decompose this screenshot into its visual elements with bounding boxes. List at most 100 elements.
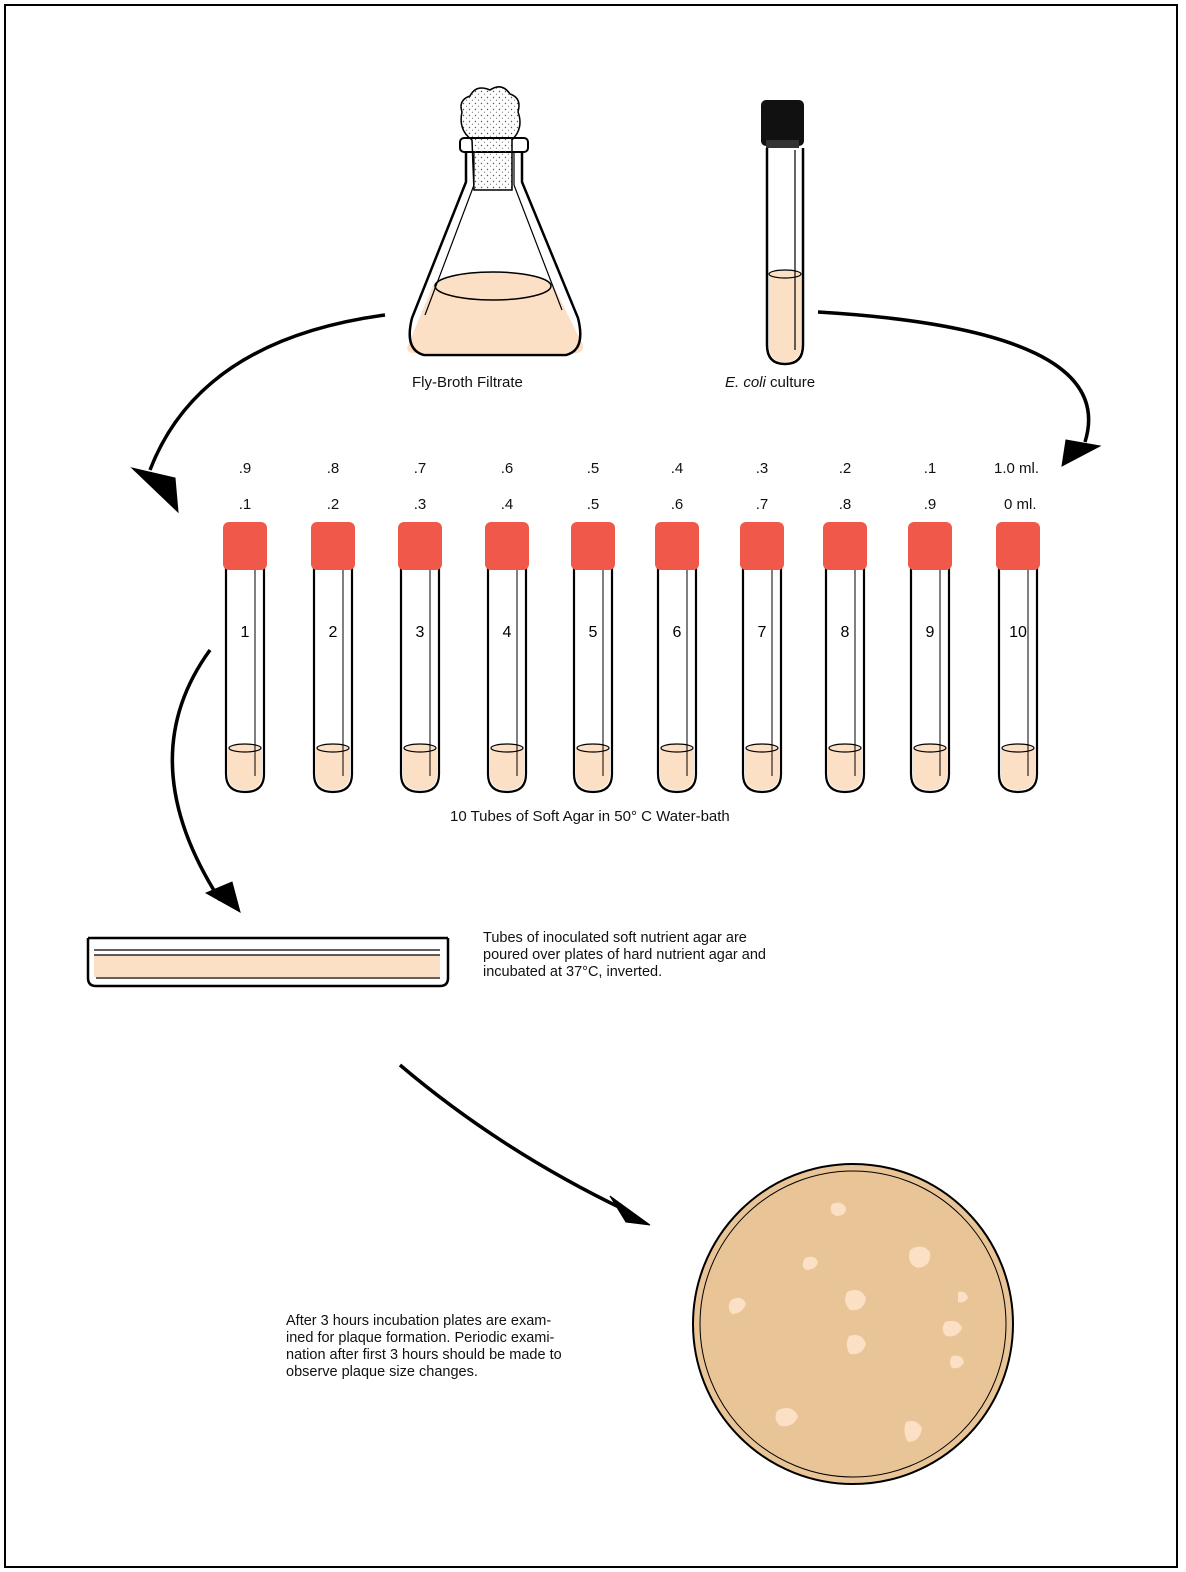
- tube-agar: [828, 748, 862, 790]
- tubes-caption: 10 Tubes of Soft Agar in 50° C Water-bat…: [450, 808, 730, 825]
- tube-agar-surface: [317, 744, 349, 752]
- flask-label: Fly-Broth Filtrate: [412, 374, 523, 391]
- tube-agar: [316, 748, 350, 790]
- tube-7: 7: [740, 522, 784, 792]
- pour-description: Tubes of inoculated soft nutrient agar a…: [483, 930, 766, 981]
- tube-agar: [660, 748, 694, 790]
- tube-number: 3: [416, 624, 425, 641]
- pour-line: Tubes of inoculated soft nutrient agar a…: [483, 930, 766, 947]
- tube-4: 4: [485, 522, 529, 792]
- tube-agar: [745, 748, 779, 790]
- tube-agar-surface: [577, 744, 609, 752]
- tube-top-value: .5: [573, 460, 613, 477]
- tube-agar: [913, 748, 947, 790]
- tube-agar-surface: [491, 744, 523, 752]
- tube-bottom-value: .6: [657, 496, 697, 513]
- tube-top-value: .3: [742, 460, 782, 477]
- tube-number: 2: [329, 624, 338, 641]
- tube-9: 9: [908, 522, 952, 792]
- tube-cap: [996, 522, 1040, 570]
- tube-agar: [1001, 748, 1035, 790]
- arrow-plate-to-dish: [400, 1065, 625, 1210]
- tube-agar: [228, 748, 262, 790]
- pour-line: incubated at 37°C, inverted.: [483, 964, 766, 981]
- tube-cap: [311, 522, 355, 570]
- tube-agar-surface: [914, 744, 946, 752]
- tube-bottom-value: .5: [573, 496, 613, 513]
- tube-bottom-value: .4: [487, 496, 527, 513]
- tube-number: 1: [241, 624, 250, 641]
- culture-label-rest: culture: [766, 374, 815, 391]
- exam-line: ined for plaque formation. Periodic exam…: [286, 1330, 562, 1347]
- petri-dish-rim: [693, 1164, 1013, 1484]
- tube-cap: [485, 522, 529, 570]
- arrow-tube-to-plate: [172, 650, 220, 900]
- tube-cap: [823, 522, 867, 570]
- tube-bottom-value: .3: [400, 496, 440, 513]
- tube-top-value: .8: [313, 460, 353, 477]
- tube-top-value: .9: [225, 460, 265, 477]
- arrowhead-1: [132, 468, 178, 512]
- tube-bottom-value: .1: [225, 496, 265, 513]
- tube-3: 3: [398, 522, 442, 792]
- tube-agar-surface: [661, 744, 693, 752]
- tube-agar-surface: [1002, 744, 1034, 752]
- arrowhead-4: [610, 1196, 650, 1225]
- tube-number: 6: [673, 624, 682, 641]
- tube-5: 5: [571, 522, 615, 792]
- cotton-plug: [461, 87, 520, 190]
- tube-cap: [571, 522, 615, 570]
- tube-agar: [576, 748, 610, 790]
- tube-bottom-value: .2: [313, 496, 353, 513]
- arrows: [132, 312, 1100, 1225]
- exam-line: After 3 hours incubation plates are exam…: [286, 1313, 562, 1330]
- exam-description: After 3 hours incubation plates are exam…: [286, 1313, 562, 1381]
- petri-dish: [693, 1164, 1013, 1484]
- arrow-flask-to-tubes: [150, 315, 385, 470]
- tube-bottom-value: .8: [825, 496, 865, 513]
- tube-2: 2: [311, 522, 355, 792]
- exam-line: observe plaque size changes.: [286, 1364, 562, 1381]
- tube-6: 6: [655, 522, 699, 792]
- tube-8: 8: [823, 522, 867, 792]
- tube-agar-surface: [229, 744, 261, 752]
- exam-line: nation after first 3 hours should be mad…: [286, 1347, 562, 1364]
- tube-top-value: .2: [825, 460, 865, 477]
- tube-bottom-value: .9: [910, 496, 950, 513]
- tube-cap: [398, 522, 442, 570]
- culture-tube: [761, 100, 804, 364]
- tube-agar-surface: [404, 744, 436, 752]
- tube-top-value: .4: [657, 460, 697, 477]
- flask: [407, 87, 583, 355]
- tube-top-value: .7: [400, 460, 440, 477]
- culture-broth: [769, 274, 801, 362]
- tube-cap: [908, 522, 952, 570]
- tube-top-value: .1: [910, 460, 950, 477]
- tube-number: 4: [503, 624, 512, 641]
- tube-bottom-value: .7: [742, 496, 782, 513]
- tube-number: 9: [926, 624, 935, 641]
- plate-agar: [94, 955, 440, 977]
- tube-cap: [655, 522, 699, 570]
- tube-1: 1: [223, 522, 267, 792]
- poured-plate: [88, 938, 448, 986]
- tube-top-value: .6: [487, 460, 527, 477]
- culture-label: E. coli culture: [725, 374, 815, 391]
- pour-line: poured over plates of hard nutrient agar…: [483, 947, 766, 964]
- tube-bottom-value: 0 ml.: [1004, 496, 1064, 513]
- tube-agar-surface: [746, 744, 778, 752]
- tube-cap: [740, 522, 784, 570]
- tube-cap: [223, 522, 267, 570]
- arrowhead-2: [1062, 440, 1100, 466]
- culture-label-organism: E. coli: [725, 374, 766, 391]
- arrow-culture-to-tubes: [818, 312, 1089, 442]
- tube-agar: [403, 748, 437, 790]
- tube-number: 5: [589, 624, 598, 641]
- tube-top-value: 1.0 ml.: [994, 460, 1054, 477]
- culture-tube-cap: [761, 100, 804, 146]
- tube-10: 10: [996, 522, 1040, 792]
- tube-agar-surface: [829, 744, 861, 752]
- tube-agar: [490, 748, 524, 790]
